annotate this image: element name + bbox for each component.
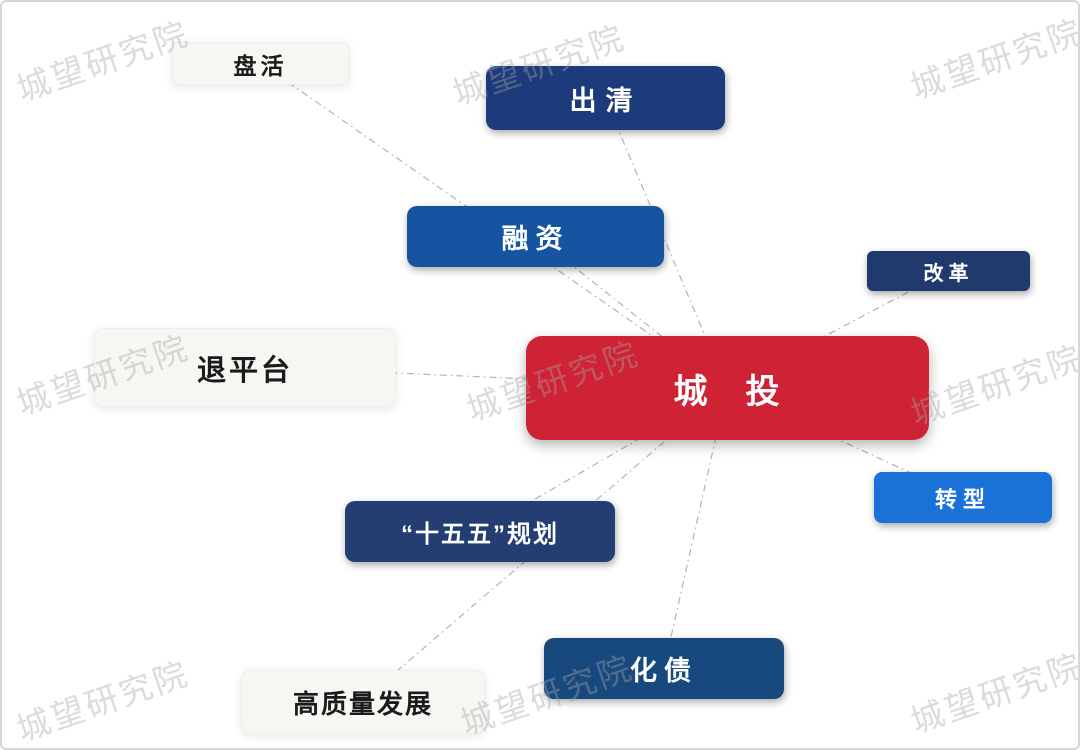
node-zhuanxing: 转型	[874, 472, 1052, 523]
node-gaige: 改革	[867, 251, 1030, 291]
node-tuipingtai-label: 退平台	[196, 354, 293, 387]
node-tuipingtai: 退平台	[94, 328, 396, 407]
node-rongzi: 融资	[407, 206, 664, 267]
node-rongzi-label: 融资	[501, 224, 570, 254]
node-gaozhiliang-label: 高质量发展	[292, 688, 433, 719]
node-chuqing: 出清	[486, 66, 725, 130]
connector-huazhai	[663, 387, 728, 669]
node-chengtou-center: 城 投	[526, 336, 929, 440]
node-gaige-label: 改革	[923, 262, 974, 285]
node-huazhai-label: 化债	[630, 656, 698, 686]
connector-gaozhiliang	[361, 387, 728, 702]
node-panhuo-label: 盘活	[233, 52, 288, 79]
node-gaozhiliang-fazhan: 高质量发展	[241, 670, 485, 734]
node-shiwuwu-guihua: “十五五”规划	[345, 501, 615, 562]
node-chuqing-label: 出清	[569, 85, 642, 116]
node-panhuo: 盘活	[172, 42, 349, 85]
node-shiwuwu-label: “十五五”规划	[401, 521, 559, 548]
node-zhuanxing-label: 转型	[934, 486, 991, 512]
node-huazhai: 化债	[544, 638, 784, 699]
node-chengtou-label: 城 投	[673, 372, 782, 411]
